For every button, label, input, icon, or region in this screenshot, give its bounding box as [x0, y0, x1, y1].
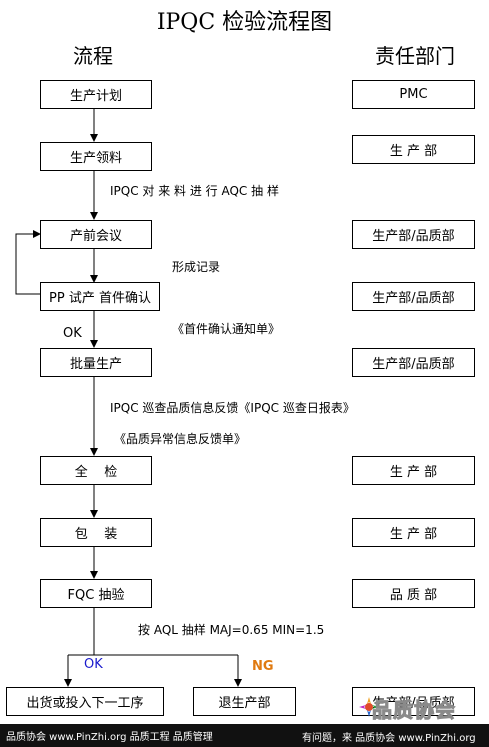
- annotation-abnormal-feedback: 《品质异常信息反馈单》: [114, 432, 247, 446]
- step-pre-production-meeting: 产前会议: [40, 220, 152, 249]
- watermark-text: 品质协会: [372, 698, 456, 723]
- annotation-first-piece-notice: 《首件确认通知单》: [172, 322, 281, 336]
- chart-title: IPQC 检验流程图: [156, 10, 333, 35]
- flow-column-header: 流程: [73, 44, 113, 68]
- step-packing: 包 装: [40, 518, 152, 547]
- dept-fqc-sampling: 品 质 部: [352, 579, 475, 608]
- step-return-to-production: 退生产部: [193, 687, 296, 716]
- footer-bar: 品质协会 www.PinZhi.org 品质工程 品质管理 有问题，来 品质协会…: [0, 724, 489, 747]
- step-material-issue: 生产领料: [40, 142, 152, 171]
- dept-mass-production: 生产部/品质部: [352, 348, 475, 377]
- annotation-ok-branch: OK: [84, 657, 103, 672]
- dept-full-inspection: 生 产 部: [352, 456, 475, 485]
- feedback-loop: [15, 230, 41, 295]
- responsibility-column-header: 责任部门: [375, 44, 455, 68]
- footer-left-text: 品质协会 www.PinZhi.org 品质工程 品质管理: [6, 732, 213, 743]
- dept-pp-trial: 生产部/品质部: [352, 282, 475, 311]
- step-pp-trial-first-piece: PP 试产 首件确认: [40, 282, 160, 311]
- annotation-incoming-sampling: IPQC 对 来 料 进 行 AQC 抽 样: [110, 184, 279, 198]
- annotation-aql-sampling: 按 AQL 抽样 MAJ=0.65 MIN=1.5: [138, 623, 325, 637]
- annotation-ng-branch: NG: [252, 659, 274, 674]
- footer-right-text: 有问题，来 品质协会 www.PinZhi.org: [302, 733, 476, 744]
- annotation-ok-first-piece: OK: [63, 326, 82, 341]
- dept-pre-production-meeting: 生产部/品质部: [352, 220, 475, 249]
- step-production-plan: 生产计划: [40, 80, 152, 109]
- watermark-logo-icon: [359, 697, 379, 717]
- dept-ship-or-next: 生产部/品质部: [352, 687, 475, 716]
- annotation-patrol-feedback: IPQC 巡查品质信息反馈《IPQC 巡查日报表》: [110, 401, 355, 415]
- step-fqc-sampling: FQC 抽验: [40, 579, 152, 608]
- dept-production-plan: PMC: [352, 80, 475, 109]
- step-mass-production: 批量生产: [40, 348, 152, 377]
- step-full-inspection: 全 检: [40, 456, 152, 485]
- dept-material-issue: 生 产 部: [352, 135, 475, 164]
- dept-packing: 生 产 部: [352, 518, 475, 547]
- annotation-form-record: 形成记录: [172, 260, 221, 274]
- step-ship-or-next-process: 出货或投入下一工序: [6, 687, 164, 716]
